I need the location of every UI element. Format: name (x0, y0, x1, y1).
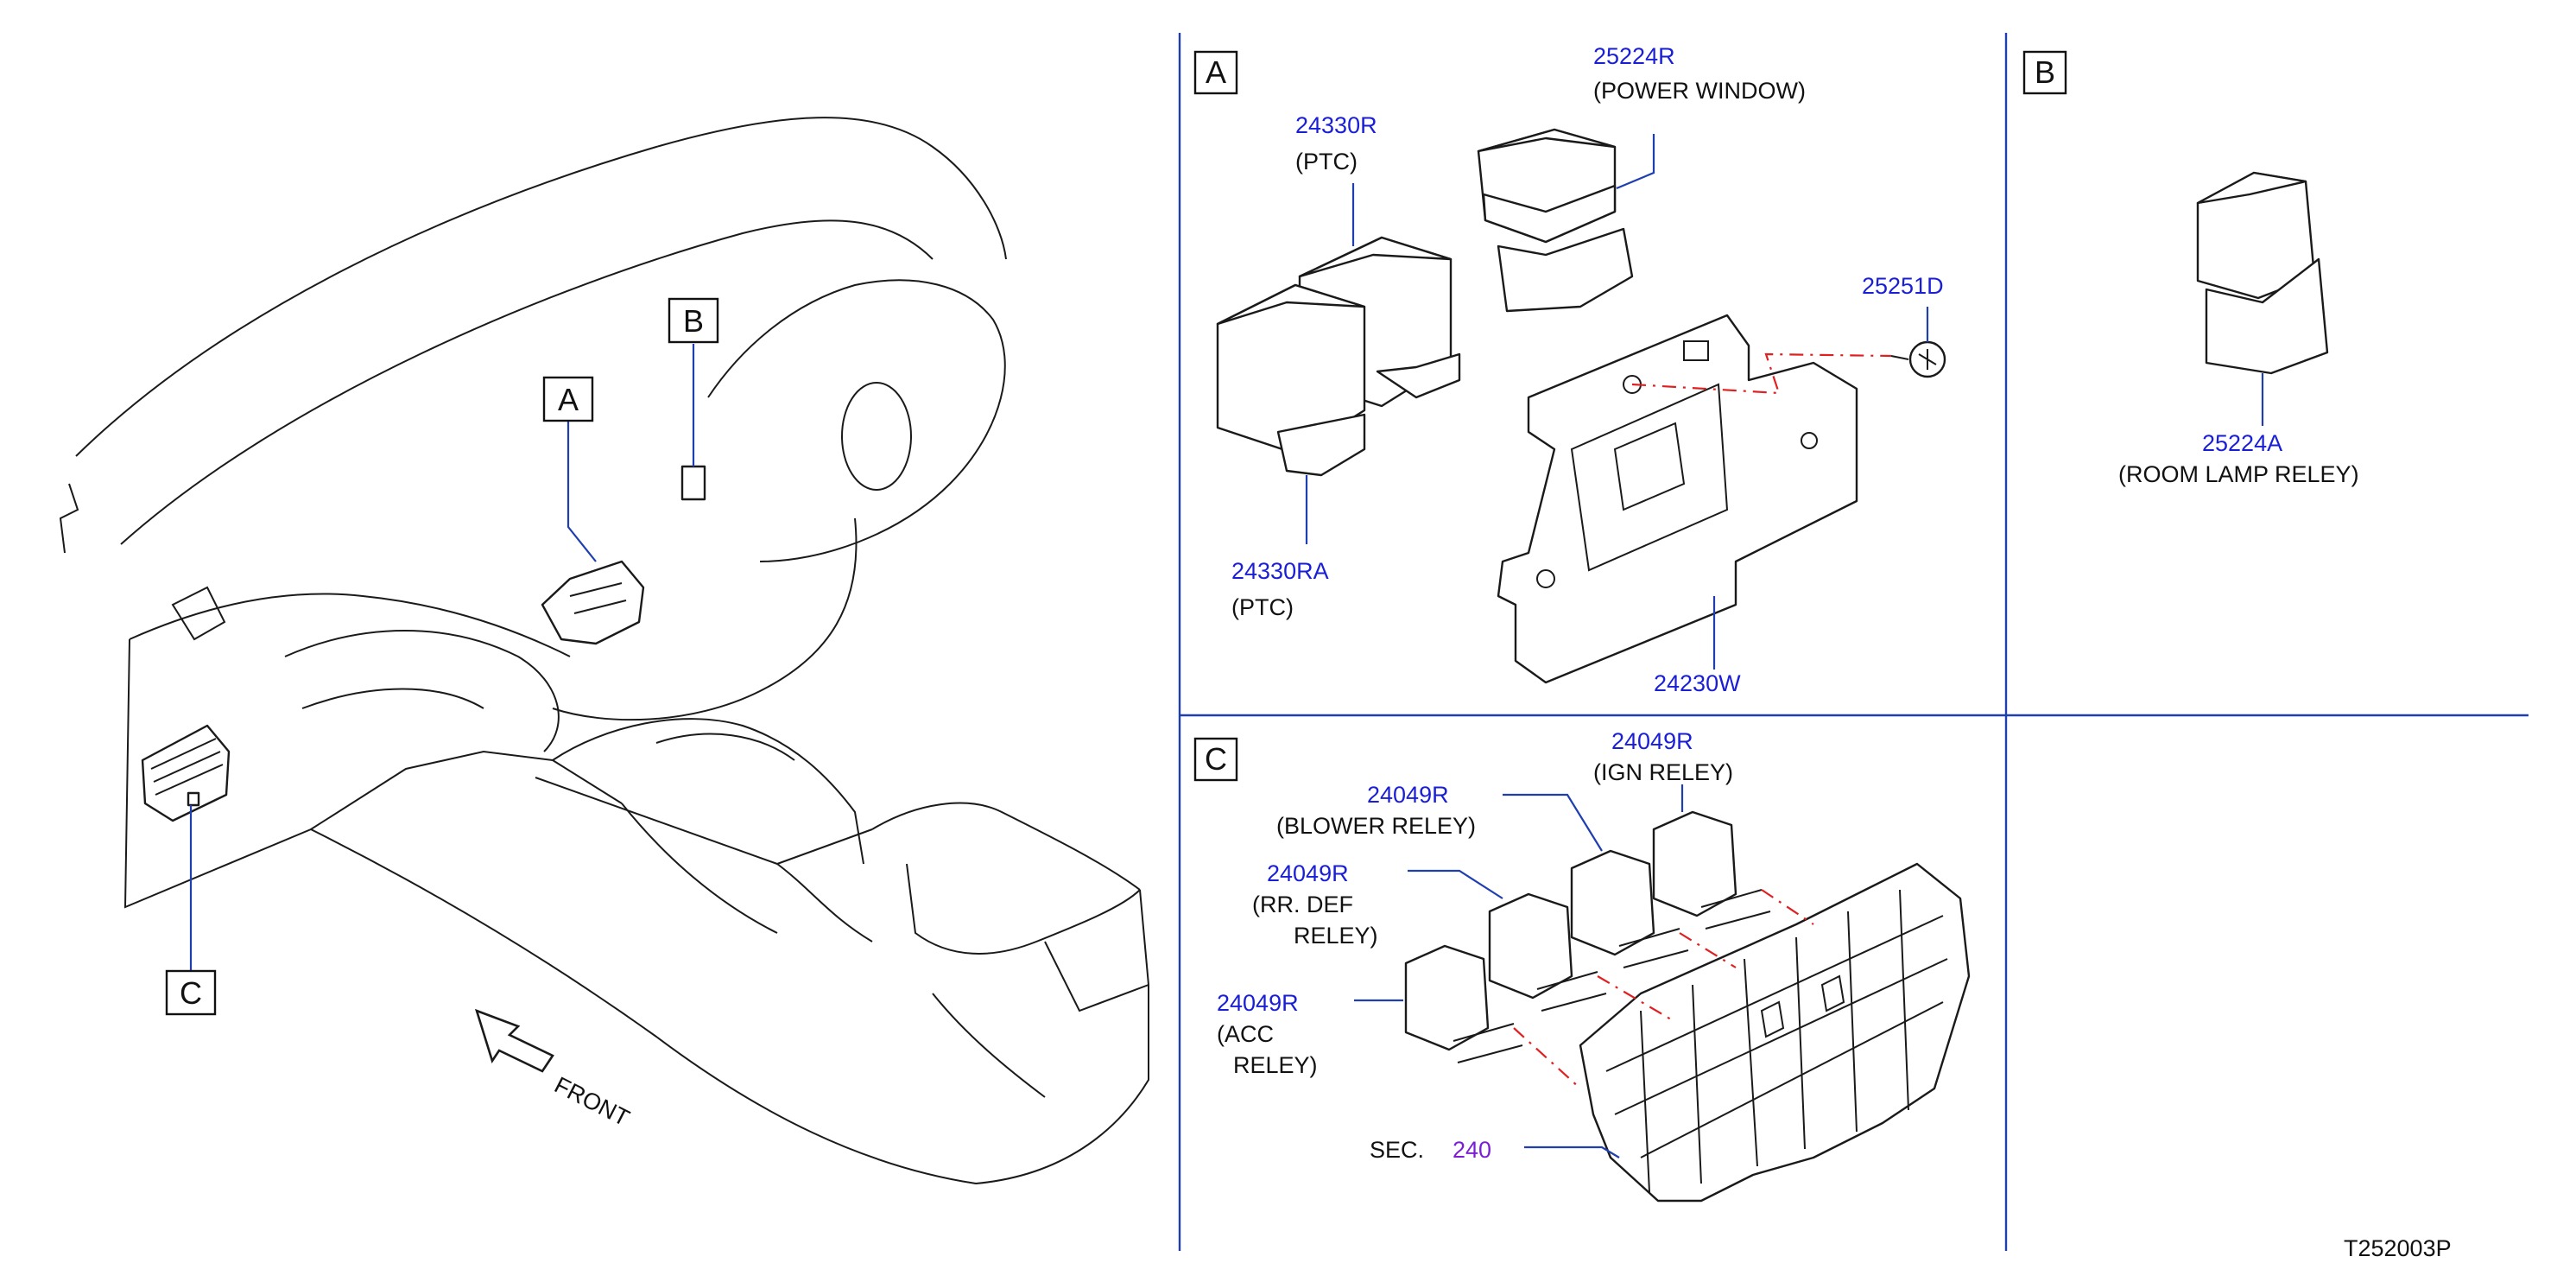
acc-relay (1404, 944, 1523, 1063)
part-desc-acc-relay-line1: (ACC (1217, 1021, 1274, 1047)
screw-25251D (1890, 340, 1946, 378)
rr-def-relay (1488, 892, 1607, 1012)
part-desc-rr-def-relay-line2: RELEY) (1294, 923, 1378, 949)
panel-a: A (1193, 43, 1946, 696)
part-desc-acc-relay-line2: RELEY) (1233, 1052, 1318, 1078)
part-number-25224R: 25224R (1593, 43, 1675, 69)
callout-box-c-overview: C (165, 969, 217, 1016)
part-desc-blower-relay: (BLOWER RELEY) (1276, 813, 1476, 839)
part-number-24330RA: 24330RA (1231, 558, 1329, 584)
callout-a-label: A (558, 382, 579, 417)
part-number-25224A: 25224A (2202, 430, 2282, 456)
blower-relay (1570, 849, 1689, 968)
part-number-blower-relay: 24049R (1367, 782, 1449, 808)
fuse-block (1579, 862, 1971, 1203)
callout-b-label: B (683, 303, 704, 339)
panel-b-label: B (2035, 54, 2055, 90)
part-desc-ign-relay: (IGN RELEY) (1593, 759, 1733, 785)
panel-frames (1178, 33, 2529, 1251)
part-desc-ptc-2: (PTC) (1231, 594, 1294, 620)
front-label: FRONT (550, 1072, 633, 1132)
part-desc-power-window: (POWER WINDOW) (1593, 78, 1806, 104)
overview-callouts: A B C (165, 297, 719, 1016)
part-desc-room-lamp: (ROOM LAMP RELEY) (2118, 461, 2359, 487)
part-desc-ptc-1: (PTC) (1295, 149, 1358, 175)
part-number-acc-relay: 24049R (1217, 990, 1299, 1016)
part-number-ign-relay: 24049R (1611, 728, 1693, 754)
room-lamp-relay-25224A (2196, 171, 2329, 375)
callout-box-b-overview: B (668, 297, 719, 344)
front-indicator: FRONT (474, 1008, 634, 1132)
panel-a-label: A (1206, 54, 1226, 90)
part-number-24230W: 24230W (1654, 670, 1741, 696)
panel-c-label: C (1205, 741, 1227, 777)
panel-c: C (1193, 728, 1971, 1203)
part-number-rr-def-relay: 24049R (1267, 860, 1349, 886)
callout-box-a-overview: A (542, 376, 594, 422)
panel-b: B 25224A (ROOM LAMP RELEY) (2022, 50, 2359, 487)
ign-relay (1652, 810, 1771, 930)
instrument-panel-overview (59, 117, 1150, 1185)
power-window-relay-25224R (1477, 128, 1634, 313)
part-desc-rr-def-relay-line1: (RR. DEF (1252, 892, 1353, 917)
drawing-id: T252003P (2344, 1235, 2452, 1261)
callout-c-label: C (180, 975, 202, 1011)
relay-bracket-24230W (1497, 314, 1858, 684)
section-ref-number: 240 (1453, 1137, 1491, 1163)
ptc-relay-24330RA (1216, 283, 1366, 477)
part-number-25251D: 25251D (1862, 273, 1944, 299)
section-ref-label: SEC. (1370, 1137, 1424, 1163)
part-number-24330R: 24330R (1295, 112, 1377, 138)
